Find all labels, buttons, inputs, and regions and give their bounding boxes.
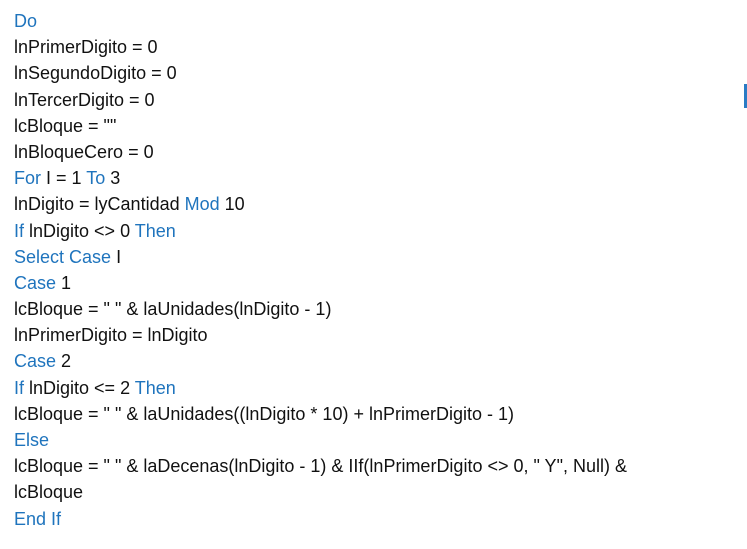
code-line: lnDigito = lyCantidad Mod 10 (14, 191, 741, 217)
keyword-token: Case (14, 351, 57, 372)
code-line: If lnDigito <> 0 Then (14, 218, 741, 244)
code-line: lcBloque = " " & laUnidades((lnDigito * … (14, 401, 741, 427)
code-line: Else (14, 427, 741, 453)
keyword-token: Then (134, 377, 176, 398)
code-line: If lnDigito <= 2 Then (14, 375, 741, 401)
code-line: lcBloque = " " & laUnidades(lnDigito - 1… (14, 296, 741, 322)
code-token: lcBloque (14, 482, 84, 503)
code-token: lnTercerDigito = 0 (14, 89, 155, 110)
code-line: Case 1 (14, 270, 741, 296)
code-listing: Do lnPrimerDigito = 0 lnSegundoDigito = 0 l… (14, 8, 741, 532)
code-token: lnSegundoDigito = 0 (14, 63, 177, 84)
keyword-token: End If (14, 508, 62, 529)
code-line: lnPrimerDigito = lnDigito (14, 322, 741, 348)
code-line: End If (14, 506, 741, 532)
code-token: lnBloqueCero = 0 (14, 141, 154, 162)
code-line: Do (14, 8, 741, 34)
keyword-token: Do (14, 11, 38, 31)
keyword-token: Case (14, 272, 57, 293)
code-token: lcBloque = " " & laUnidades((lnDigito * … (14, 403, 514, 424)
edge-marker (744, 84, 747, 108)
code-token: 10 (219, 194, 245, 215)
code-token: 1 (56, 272, 72, 293)
keyword-token: Then (134, 220, 176, 241)
code-token: 2 (56, 351, 72, 372)
code-token: lnDigito <> 0 (24, 220, 135, 241)
code-line: For I = 1 To 3 (14, 165, 741, 191)
code-token: lnDigito = lyCantidad (14, 194, 185, 215)
code-token: 3 (105, 168, 121, 189)
code-line: lcBloque = " " & laDecenas(lnDigito - 1)… (14, 453, 741, 479)
keyword-token: To (86, 168, 106, 189)
keyword-token: For (14, 168, 41, 189)
code-line: Select Case I (14, 244, 741, 270)
code-token: lnPrimerDigito = lnDigito (14, 325, 208, 346)
code-line: lcBloque (14, 479, 741, 505)
keyword-token: Mod (184, 194, 220, 215)
code-token: lcBloque = " " & laDecenas(lnDigito - 1)… (14, 456, 627, 477)
keyword-token: If (14, 377, 25, 398)
keyword-token: Else (14, 430, 50, 450)
code-line: lnTercerDigito = 0 (14, 87, 741, 113)
code-line: lnBloqueCero = 0 (14, 139, 741, 165)
code-line: lnSegundoDigito = 0 (14, 60, 741, 86)
code-line: lcBloque = "" (14, 113, 741, 139)
code-token: lcBloque = " " & laUnidades(lnDigito - 1… (14, 299, 332, 320)
code-line: lnPrimerDigito = 0 (14, 34, 741, 60)
keyword-token: Select Case (14, 246, 112, 267)
code-token: lnDigito <= 2 (24, 377, 135, 398)
code-token: lnPrimerDigito = 0 (14, 37, 158, 58)
code-line: Case 2 (14, 348, 741, 374)
code-token: I (111, 246, 122, 267)
code-token: lcBloque = "" (14, 115, 117, 136)
code-token: I = 1 (41, 168, 87, 189)
keyword-token: If (14, 220, 25, 241)
